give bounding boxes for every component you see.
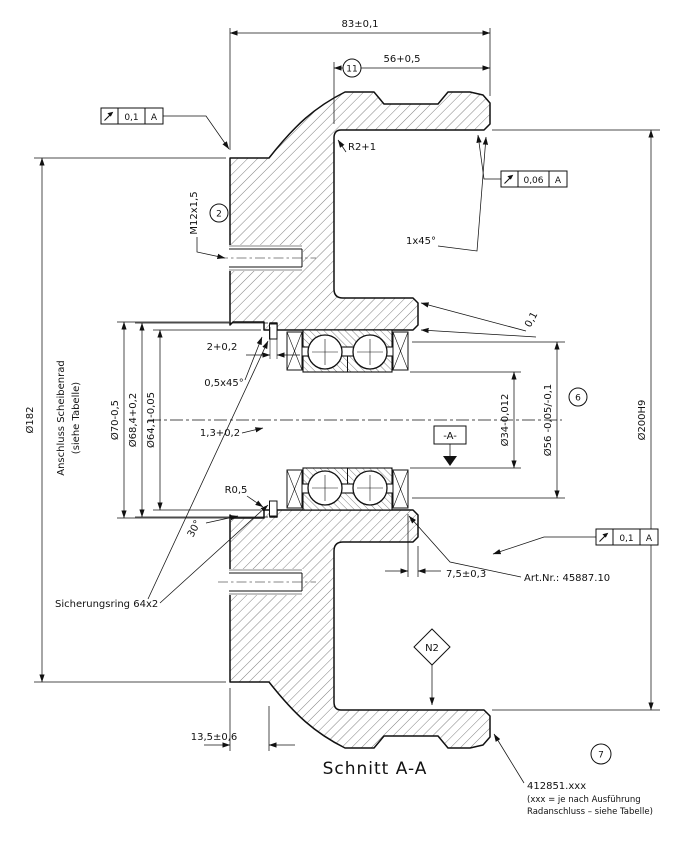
note-part-note-1: (xxx = je nach Ausführung — [527, 795, 641, 805]
dim-pilot-dia: Ø70-0,5 — [109, 400, 121, 440]
dim-drum-dia: Ø200H9 — [636, 400, 648, 441]
snap-ring-upper — [269, 323, 278, 340]
datum-a-label: -A- — [443, 431, 457, 442]
dim-small-chamfer: 0,5x45° — [204, 378, 244, 389]
datum-a-flag: -A- — [433, 425, 467, 466]
note-wheel-connection-1: Anschluss Scheibenrad — [56, 360, 67, 475]
seal-right-upper — [392, 331, 409, 371]
dim-shaft-dia: Ø34-0,012 — [499, 394, 511, 447]
dim-seat-angle: 30° — [186, 518, 204, 539]
note-art-no: Art.Nr.: 45887.10 — [524, 573, 610, 584]
dim-face-runout: 0,1 — [523, 310, 540, 329]
balloon-2-label: 2 — [216, 210, 222, 220]
tolerance-datum: A — [646, 534, 653, 544]
surface-finish-label: N2 — [425, 643, 439, 654]
tolerance-datum: A — [151, 113, 158, 123]
surface-finish-symbol: N2 — [413, 628, 451, 706]
dimension-labels: 83±0,1 56+0,5 R2+1 M12x1,5 1x45° Ø182 An… — [24, 19, 653, 817]
dim-flange-dia: Ø182 — [24, 407, 36, 434]
seal-right-lower — [392, 469, 409, 509]
drum-body-upper — [229, 91, 491, 331]
dim-small-radius: R0,5 — [225, 485, 248, 496]
dim-fillet-radius: R2+1 — [348, 142, 376, 153]
dim-groove-width: 2+0,2 — [207, 342, 238, 353]
dim-bore-dia: Ø64,1-0,05 — [145, 392, 157, 448]
tolerance-value: 0,1 — [124, 113, 138, 123]
note-wheel-connection-2: (siehe Tabelle) — [71, 382, 82, 455]
tolerance-value: 0,06 — [523, 176, 543, 186]
balloon-11-label: 11 — [346, 65, 357, 75]
dim-ring-gap: 1,3+0,2 — [200, 428, 240, 439]
dimension-lines — [34, 28, 660, 751]
tolerance-frame-bore: 0,06 A — [500, 170, 568, 188]
tolerance-frame-face: 0,1 A — [595, 528, 659, 546]
dim-drum-depth: 56+0,5 — [383, 54, 420, 65]
tolerance-datum: A — [555, 176, 562, 186]
dim-edge-chamfer: 1x45° — [406, 236, 436, 247]
tolerance-frame-flange: 0,1 A — [100, 107, 164, 125]
dim-seal-dia: Ø56 -0,05/-0,1 — [542, 384, 554, 457]
bolt-hole-upper — [218, 245, 316, 271]
balloon-2: 2 — [209, 203, 229, 223]
balloon-7-label: 7 — [598, 751, 604, 761]
bolt-hole-lower — [218, 569, 316, 595]
dim-flange-thickness: 13,5±0,6 — [191, 732, 238, 743]
dim-thread: M12x1,5 — [189, 191, 200, 234]
note-part-note-2: Radanschluss – siehe Tabelle) — [527, 807, 653, 817]
balloon-6: 6 — [568, 387, 588, 407]
bearing-assembly — [269, 323, 409, 517]
note-snap-ring: Sicherungsring 64x2 — [55, 599, 158, 610]
dim-bearing-offset: 7,5±0,3 — [446, 569, 486, 580]
balloon-11: 11 — [342, 58, 362, 78]
dim-groove-dia: Ø68,4+0,2 — [127, 393, 139, 447]
section-title: Schnitt A-A — [323, 759, 428, 779]
bearing-balls — [307, 334, 388, 506]
note-part-no: 412851.xxx — [527, 781, 586, 792]
leader-lines — [147, 115, 596, 784]
snap-ring-lower — [269, 500, 278, 517]
tolerance-value: 0,1 — [619, 534, 633, 544]
dim-overall-width: 83±0,1 — [341, 19, 378, 30]
seal-left-lower — [286, 469, 303, 509]
balloon-6-label: 6 — [575, 394, 581, 404]
balloon-7: 7 — [590, 743, 612, 765]
seal-left-upper — [286, 331, 303, 371]
